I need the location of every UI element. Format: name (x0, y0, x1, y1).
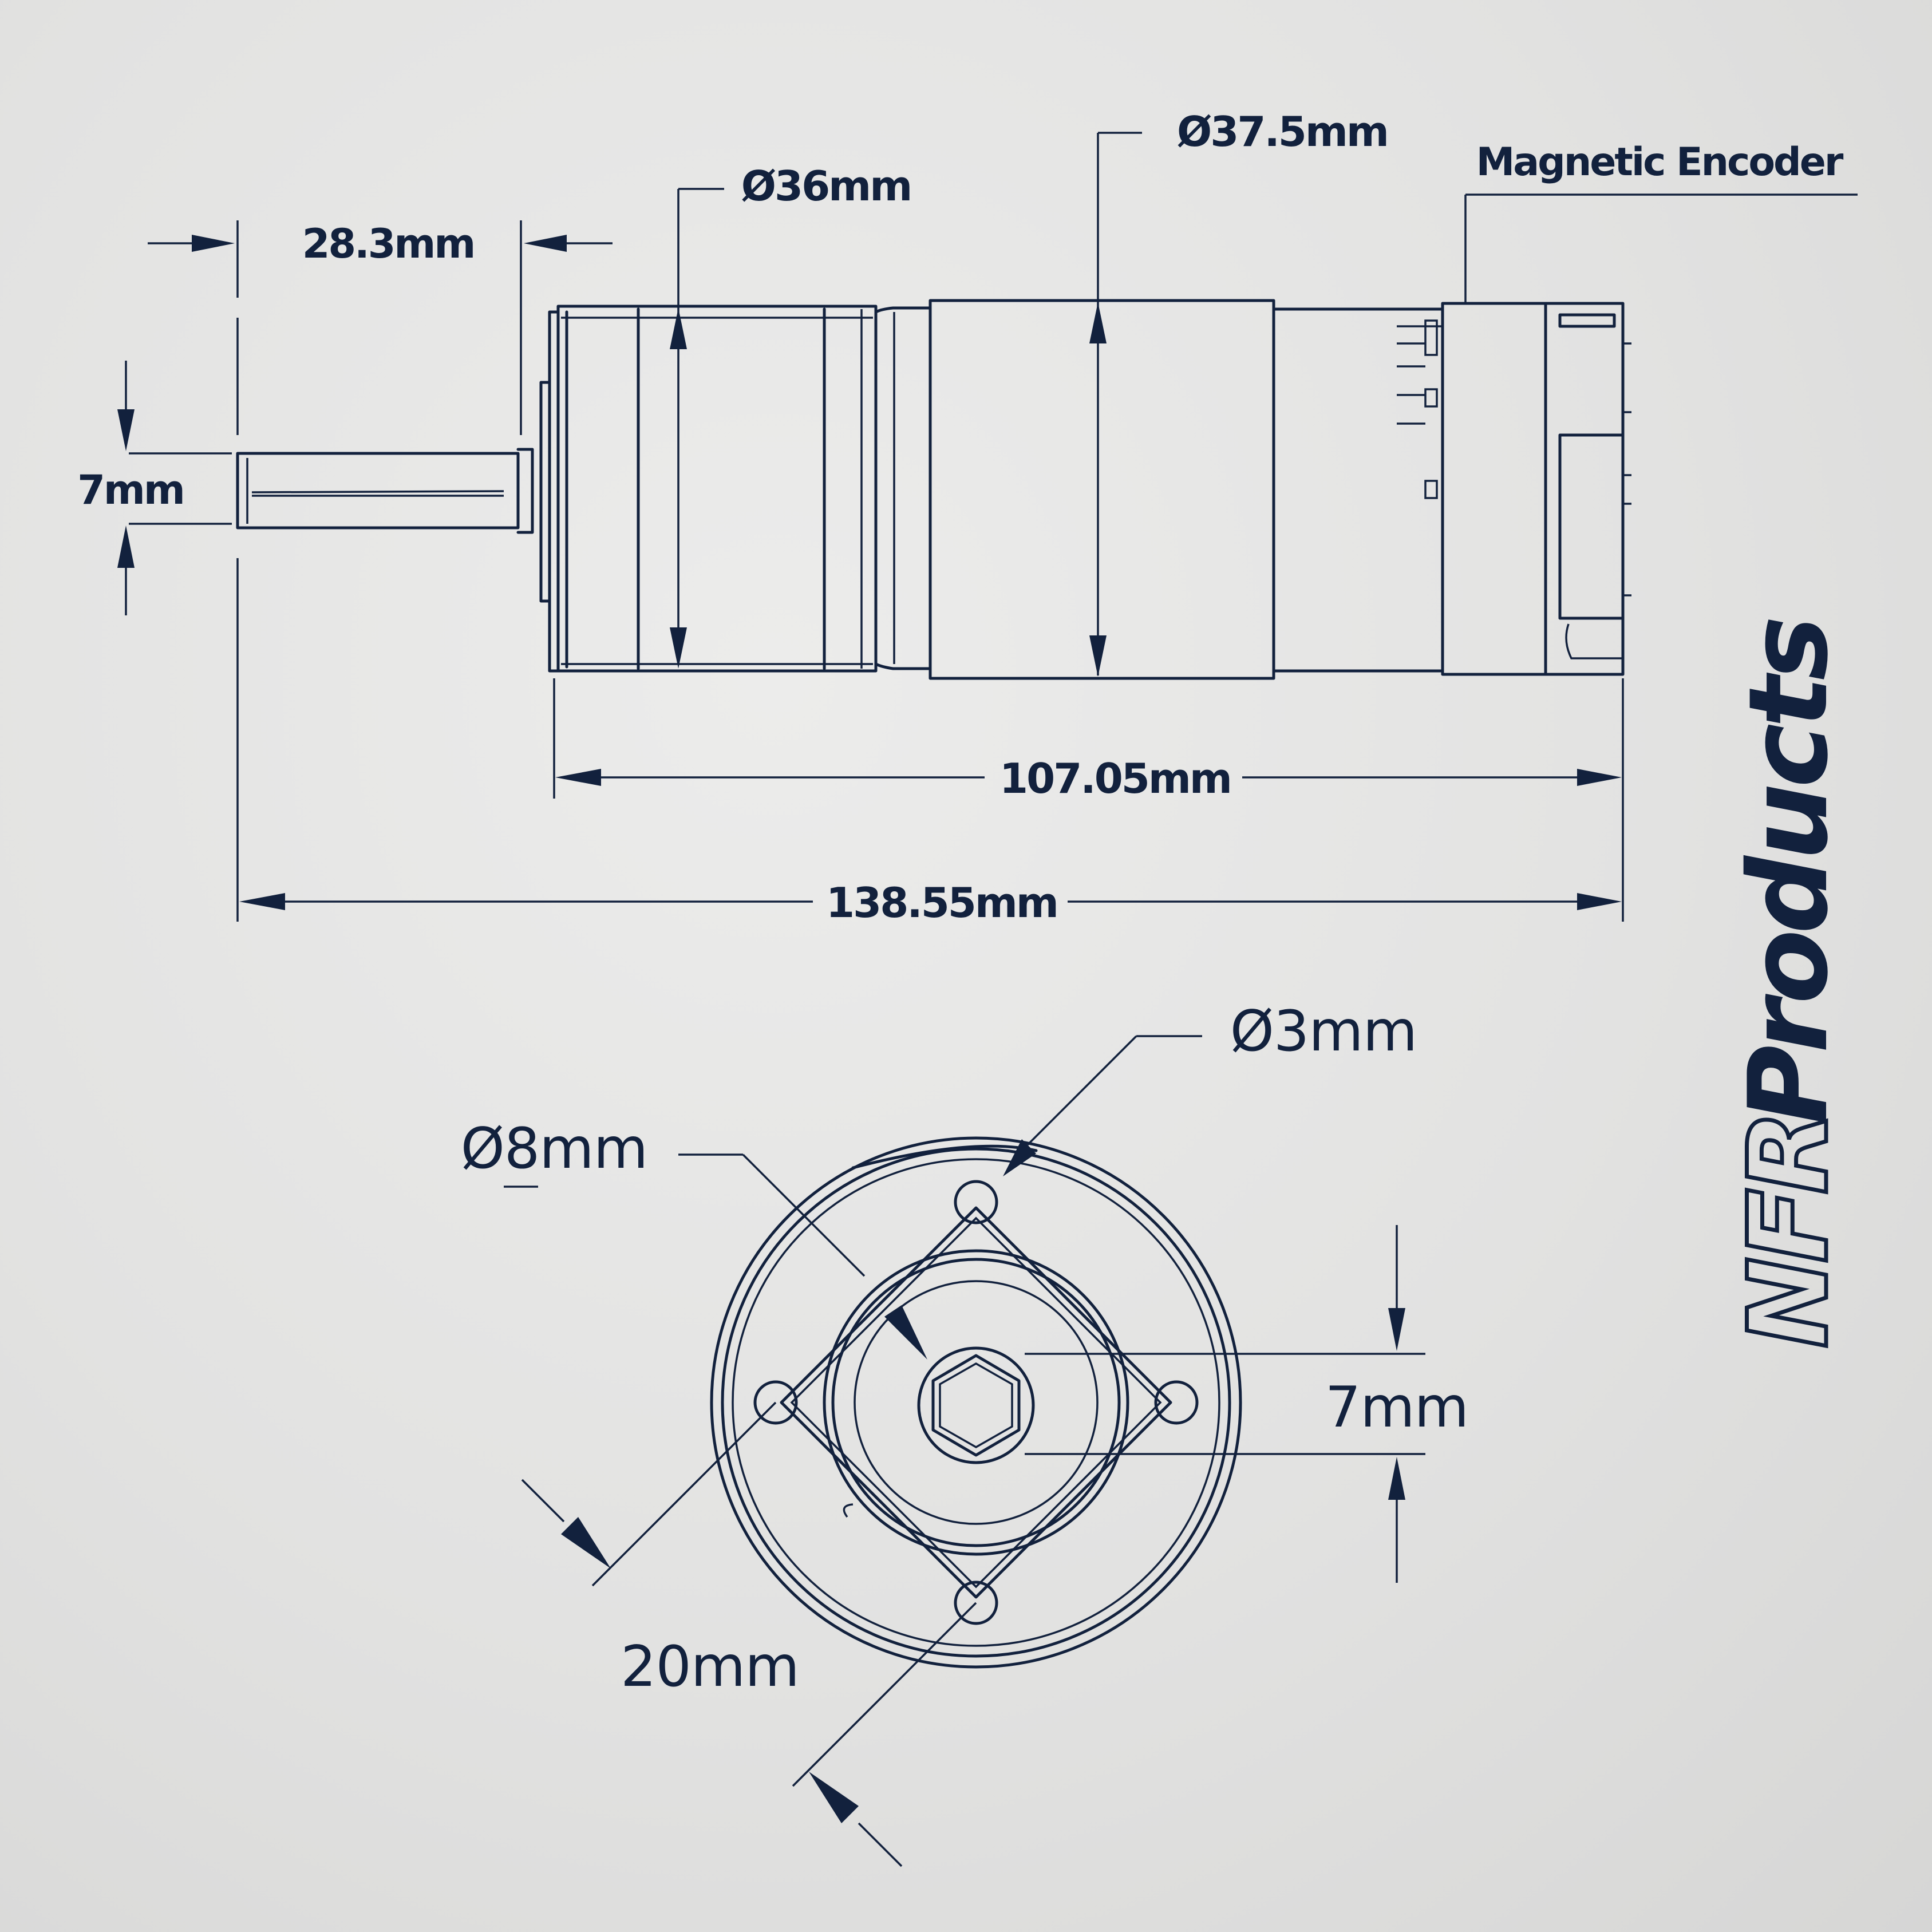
shaft-length-label: 28.3mm (302, 220, 475, 267)
motor-diameter-label: Ø37.5mm (1177, 108, 1388, 156)
mounting-hole-top (954, 1180, 998, 1224)
encoder-housing (1441, 302, 1631, 676)
hex-size-label: 7mm (1325, 1375, 1468, 1440)
hole-diameter-label: Ø3mm (1230, 999, 1417, 1064)
hex-shaft (843, 1305, 1035, 1518)
logo-nfr: NFR (1725, 1116, 1852, 1348)
boss-diameter-label: Ø8mm (461, 1116, 647, 1182)
mounting-hole-right (1154, 1380, 1199, 1425)
motor-can (929, 299, 1444, 680)
side-view: 28.3mm Ø36mm Ø37.5mm Magnetic Encoder 7m… (77, 108, 1858, 927)
hex-size-dimension (1025, 1225, 1425, 1583)
shaft-length-dimension (148, 220, 613, 922)
motor-diameter-dimension (1089, 132, 1142, 677)
mounting-hole-pattern (753, 1180, 1199, 1625)
gearbox-diameter-label: Ø36mm (741, 162, 911, 210)
transition-ring (874, 306, 932, 670)
shaft-size-dimension (117, 361, 232, 615)
mounting-hole-bottom (954, 1581, 998, 1625)
encoder-label: Magnetic Encoder (1476, 140, 1844, 185)
boss-diameter-leader (504, 1153, 866, 1277)
gearbox-diameter-dimension (670, 188, 724, 669)
total-length-dimension (239, 893, 1622, 910)
hole-spacing-dimension (521, 1401, 977, 1867)
brand-logo: NFR Products (1724, 619, 1854, 1350)
body-length-dimension (553, 678, 1624, 922)
hole-spacing-label: 20mm (621, 1634, 799, 1700)
total-length-label: 138.55mm (826, 879, 1057, 927)
body-length-label: 107.05mm (999, 754, 1231, 803)
shaft-size-label: 7mm (77, 467, 184, 513)
gearbox-body (556, 305, 878, 673)
front-view: Ø3mm Ø8mm 7mm 20mm (461, 999, 1469, 1867)
logo-products: Products (1725, 619, 1852, 1125)
encoder-leader (1464, 193, 1858, 303)
mounting-hole-left (753, 1380, 798, 1425)
gearbox-flange (539, 310, 560, 673)
hole-diameter-leader (1003, 1035, 1202, 1176)
output-shaft (236, 448, 534, 534)
